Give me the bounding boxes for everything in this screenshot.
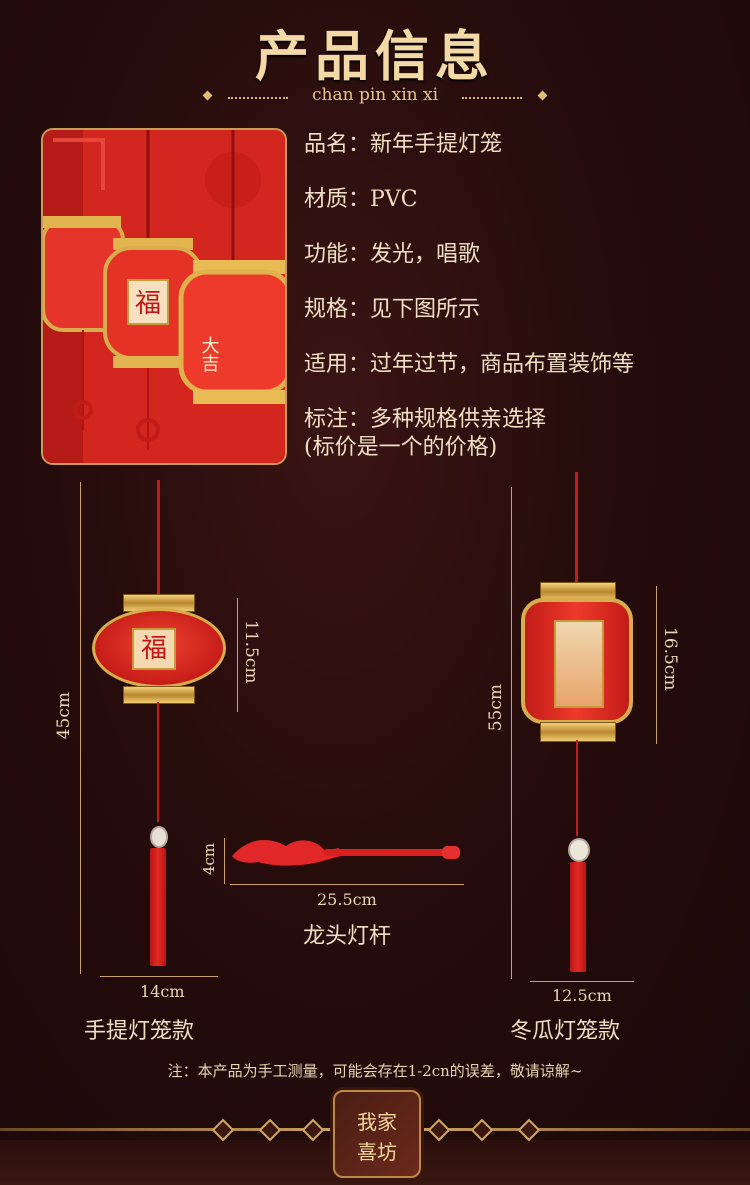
photo-daji-text: 大吉 xyxy=(199,336,220,372)
right-lantern-knot-cord xyxy=(576,740,578,836)
product-photo: 福 大吉 xyxy=(41,128,287,465)
right-lantern-name: 冬瓜灯笼款 xyxy=(510,1019,621,1044)
info-function: 功能：发光，唱歌 xyxy=(304,242,481,267)
left-lantern-fu-badge: 福 xyxy=(132,628,176,670)
brand-logo-line1: 我家 xyxy=(357,1110,397,1134)
pole-height-line xyxy=(224,838,225,884)
left-width-label: 14cm xyxy=(140,982,185,1001)
left-lantern-cord xyxy=(157,480,160,595)
right-width-label: 12.5cm xyxy=(552,986,612,1005)
info-material: 材质：PVC xyxy=(304,187,418,212)
right-lantern-jade-bead xyxy=(568,838,590,862)
right-body-height-label: 16.5cm xyxy=(660,627,680,691)
left-lantern-knot-cord xyxy=(157,702,159,822)
info-remark: 标注：多种规格供亲选择 xyxy=(304,407,547,432)
info-spec: 规格：见下图所示 xyxy=(304,297,481,322)
rail-diamond-6 xyxy=(517,1118,541,1142)
right-lantern-picture-panel xyxy=(554,620,604,708)
info-usage: 适用：过年过节，商品布置装饰等 xyxy=(304,352,635,377)
left-lantern-tassel xyxy=(150,848,166,966)
left-lantern-name: 手提灯笼款 xyxy=(84,1019,195,1044)
photo-fu-text: 福 xyxy=(135,289,161,319)
left-body-height-label: 11.5cm xyxy=(241,620,261,684)
dragon-pole-icon xyxy=(232,840,460,866)
page-subtitle: chan pin xin xi xyxy=(311,85,439,105)
brand-logo-line2: 喜坊 xyxy=(357,1140,397,1164)
left-total-height-label: 45cm xyxy=(54,692,74,740)
rail-diamond-5 xyxy=(470,1118,494,1142)
info-remark-note: (标价是一个的价格) xyxy=(304,435,498,460)
right-total-height-label: 55cm xyxy=(486,684,506,732)
rail-diamond-1 xyxy=(211,1118,235,1142)
ornament-dots-left xyxy=(228,97,288,99)
left-width-line xyxy=(100,976,218,977)
info-product-name: 品名：新年手提灯笼 xyxy=(304,132,503,157)
right-lantern-bottom-band xyxy=(540,722,616,742)
measurement-note: 注：本产品为手工测量，可能会存在1-2cn的误差，敬请谅解~ xyxy=(167,1062,583,1080)
lantern-photo-illustration: 福 大吉 xyxy=(43,130,285,463)
pole-height-label: 4cm xyxy=(200,843,218,876)
right-lantern-cord xyxy=(575,472,578,582)
pole-name: 龙头灯杆 xyxy=(303,924,392,949)
left-total-height-line xyxy=(80,482,81,974)
pole-length-line xyxy=(230,884,464,885)
right-lantern-tassel xyxy=(570,862,586,972)
left-body-height-line xyxy=(237,598,238,712)
rail-diamond-4 xyxy=(427,1118,451,1142)
rail-diamond-3 xyxy=(301,1118,325,1142)
pole-length-label: 25.5cm xyxy=(317,890,377,909)
ornament-dots-right xyxy=(462,97,522,99)
brand-logo: 我家 喜坊 xyxy=(333,1090,421,1178)
right-width-line xyxy=(530,981,634,982)
rail-diamond-2 xyxy=(258,1118,282,1142)
right-total-height-line xyxy=(511,487,512,979)
right-body-height-line xyxy=(656,586,657,744)
page-title: 产品信息 xyxy=(255,24,495,88)
left-lantern-jade-bead xyxy=(150,826,168,848)
left-lantern-bottom-band xyxy=(123,686,195,704)
